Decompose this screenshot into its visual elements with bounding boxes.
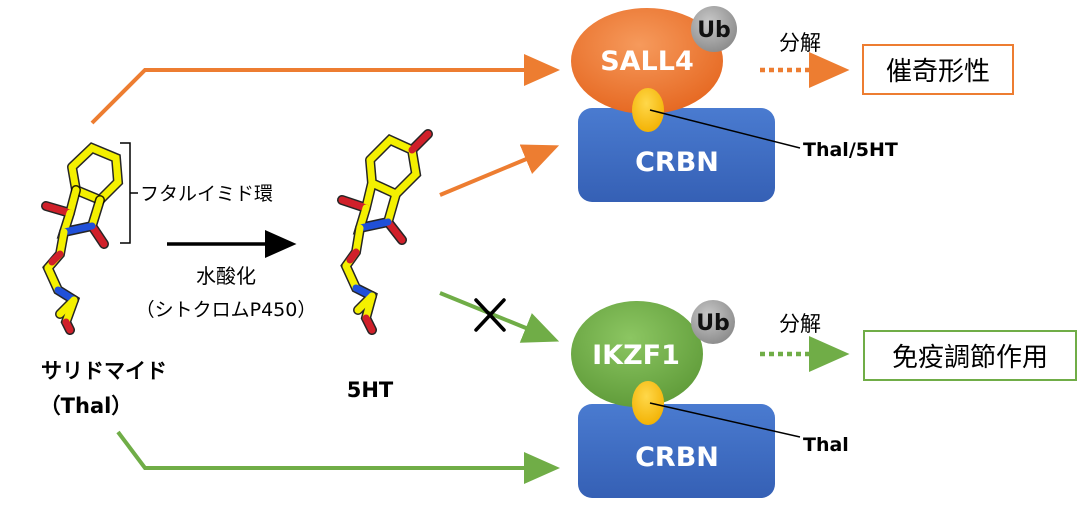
enzyme-label: （シトクロムP450） (136, 299, 317, 321)
outcome-label-top: 催奇形性 (886, 57, 990, 87)
crbn-box-bottom (578, 404, 775, 498)
crbn-label-bottom: CRBN (635, 442, 719, 473)
degradation-label-top: 分解 (779, 31, 821, 55)
reaction-label: 水酸化 (196, 264, 256, 288)
thal-to-sall4-arrow (90, 54, 560, 125)
5ht-to-sall4-arrow (439, 144, 560, 197)
ligand-pointer-bottom (649, 402, 801, 438)
ligand-pointer-top (649, 109, 801, 149)
sall4-label: SALL4 (600, 46, 694, 77)
thal-to-ikzf1-arrow (116, 430, 560, 484)
blocked-cross-mark (474, 298, 506, 332)
top-complex: SALL4 CRBN Ub Thal/5HT (571, 6, 898, 202)
ikzf1-label: IKZF1 (592, 340, 680, 371)
thalidomide-name: サリドマイド (41, 359, 167, 383)
thalidomide-structure (41, 142, 124, 335)
outcome-box-top (862, 44, 1014, 95)
bottom-complex: IKZF1 CRBN Ub Thal (571, 300, 849, 498)
ubiquitin-icon-bottom (691, 300, 735, 344)
ubiquitin-label-top: Ub (697, 18, 731, 43)
ligand-label-top: Thal/5HT (803, 139, 898, 161)
ubiquitin-icon-top (691, 6, 737, 52)
crbn-label-top: CRBN (635, 147, 719, 178)
thalidomide-abbr: （Thal） (40, 394, 133, 418)
ring-bracket (120, 142, 138, 244)
ligand-top (632, 88, 664, 132)
5ht-name: 5HT (347, 378, 394, 402)
crbn-box-top (578, 108, 775, 202)
ubiquitin-label-bottom: Ub (696, 311, 730, 336)
outcome-box-bottom (863, 330, 1077, 381)
degradation-label-bottom: 分解 (779, 312, 821, 336)
5ht-structure (337, 129, 433, 335)
ring-label: フタルイミド環 (140, 183, 273, 205)
ikzf1-substrate (571, 301, 703, 407)
sall4-substrate (571, 8, 723, 114)
outcome-label-bottom: 免疫調節作用 (892, 343, 1048, 373)
ligand-bottom (632, 381, 664, 425)
5ht-to-ikzf1-arrow (439, 291, 560, 343)
ligand-label-bottom: Thal (803, 434, 849, 456)
